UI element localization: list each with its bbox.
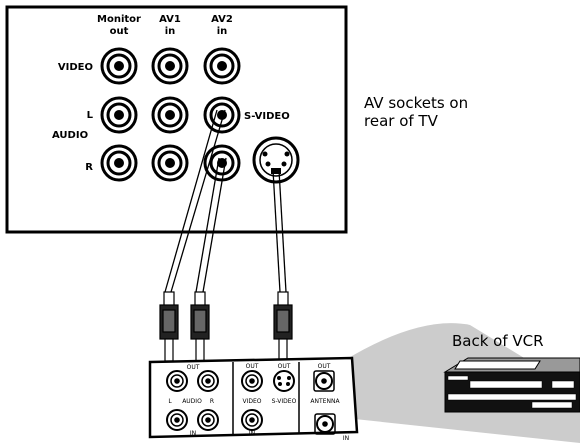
vcr-label-in-audio: IN: [190, 430, 196, 437]
vcr-jacks: [166, 370, 336, 435]
vcr-label-r: R: [210, 398, 214, 405]
vcr-jack-audio-out-r[interactable]: [197, 370, 219, 392]
cable-audio-r-2: [202, 157, 227, 293]
vcr-jack-audio-out-l[interactable]: [166, 370, 188, 392]
label-av2-in: AV2: [211, 14, 233, 25]
vcr-label-in-antenna: IN: [343, 435, 349, 442]
vcr-label-video: VIDEO: [242, 398, 261, 405]
vcr-jack-audio-in-l[interactable]: [166, 409, 188, 431]
vcr-unit-icon: [443, 357, 580, 413]
label-monitor-out: Monitor: [97, 14, 141, 25]
cable-audio-l-2: [170, 109, 226, 293]
vcr-label-out-svideo: OUT: [278, 363, 291, 370]
vcr-label-in-video: IN: [249, 430, 255, 437]
jack-monitor-video[interactable]: [100, 47, 138, 85]
caption-vcr: Back of VCR: [452, 332, 544, 350]
vcr-label-l: L: [168, 398, 172, 405]
vcr-rear-panel: [148, 356, 359, 439]
vcr-jack-antenna-out[interactable]: [313, 370, 335, 392]
jack-av2-audio-r[interactable]: [203, 144, 241, 182]
jack-av2-audio-l[interactable]: [203, 96, 241, 134]
vcr-label-audio: AUDIO: [182, 398, 202, 405]
label-audio: AUDIO: [52, 130, 88, 141]
cable-svideo: [272, 169, 281, 293]
vcr-label-out-audio: OUT: [187, 364, 200, 371]
jack-av2-video[interactable]: [203, 47, 241, 85]
cables: [164, 109, 287, 293]
cable-audio-l: [164, 109, 218, 293]
cable-audio-r: [195, 157, 220, 293]
vcr-jack-audio-in-r[interactable]: [197, 409, 219, 431]
jack-av1-audio-l[interactable]: [151, 96, 189, 134]
jack-monitor-audio-r[interactable]: [100, 144, 138, 182]
vcr-label-out-video: OUT: [246, 363, 259, 370]
vcr-jack-antenna-in[interactable]: [314, 413, 336, 435]
label-monitor-out-2: out: [110, 26, 129, 37]
vcr-jack-video-out[interactable]: [241, 370, 263, 392]
vcr-label-svideo: S-VIDEO: [272, 398, 297, 405]
label-l: L: [87, 110, 94, 121]
plug-audio-r: [190, 291, 210, 372]
vcr-jack-svideo-out[interactable]: [273, 370, 295, 392]
jack-av1-video[interactable]: [151, 47, 189, 85]
label-av1-in: AV1: [159, 14, 181, 25]
cable-svideo-2: [278, 169, 287, 293]
vcr-label-antenna: ANTENNA: [310, 398, 340, 405]
plug-svideo: [273, 291, 293, 372]
s-video-socket-icon[interactable]: [252, 136, 300, 184]
label-av1-in-2: in: [165, 26, 176, 37]
jack-av1-audio-r[interactable]: [151, 144, 189, 182]
label-s-video: S-VIDEO: [244, 111, 290, 122]
plug-audio-l: [159, 291, 179, 372]
label-r: R: [85, 162, 93, 173]
label-video: VIDEO: [58, 62, 93, 73]
vcr-label-out-antenna: OUT: [318, 363, 331, 370]
caption-tv-line1: AV sockets on: [364, 94, 468, 112]
tv-jacks: [100, 47, 241, 182]
vcr-jack-video-in[interactable]: [241, 409, 263, 431]
tv-rear-panel: [5, 5, 348, 234]
label-av2-in-2: in: [217, 26, 228, 37]
caption-tv-line2: rear of TV: [364, 112, 439, 130]
jack-monitor-audio-l[interactable]: [100, 96, 138, 134]
